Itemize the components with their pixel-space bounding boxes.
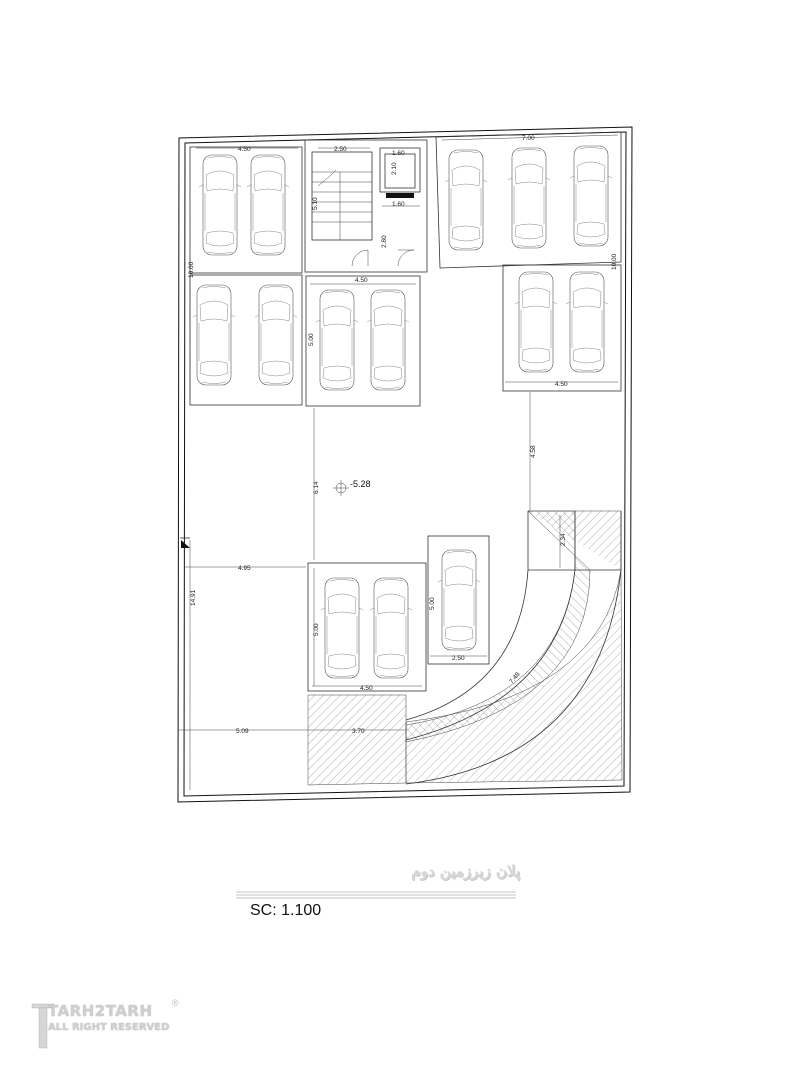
car-icon (192, 284, 236, 386)
registered-icon: ® (172, 998, 179, 1008)
dim-center-depth: 6.14 (313, 481, 320, 494)
north-arrow-icon (181, 540, 190, 548)
logo-name: TARH2TARH (48, 1002, 153, 1020)
ramp: 2.34 7.48 (307, 510, 623, 786)
dim-top-left-width: 4.50 (238, 146, 251, 153)
parking-bay-left-row2: 10.00 (188, 261, 303, 406)
dim-small-width: 2.50 (452, 655, 465, 662)
car-icon (569, 145, 613, 247)
car-icon (366, 289, 410, 391)
level-marker-icon (333, 480, 349, 496)
dim-low-width: 4.50 (360, 685, 373, 692)
parking-bay-middle: 4.50 5.00 (305, 275, 421, 407)
dim-left-height: 10.00 (188, 261, 195, 278)
dim-top-right-width: 7.00 (522, 135, 535, 142)
stair-icon (312, 169, 372, 240)
car-icon (565, 271, 609, 373)
dim-stair-width: 2.50 (334, 146, 347, 153)
stair-core: 2.50 5.10 1.60 2.10 1.60 2.80 (304, 139, 428, 273)
car-icon (315, 289, 359, 391)
car-icon (507, 147, 551, 249)
car-icon (437, 549, 481, 651)
dim-right-block-width: 4.50 (555, 381, 568, 388)
dim-core-depth: 2.80 (381, 235, 388, 248)
dim-ramp-top: 2.34 (560, 533, 567, 546)
parking-bay-top-left: 4.50 (189, 146, 303, 274)
scale-label: SC: 1.100 (250, 902, 322, 919)
car-icon (369, 577, 413, 679)
dim-small-depth: 5.00 (429, 597, 436, 610)
dim-mid-depth: 5.00 (308, 333, 315, 346)
dim-mid-width: 4.50 (355, 277, 368, 284)
dim-left-gap: 4.95 (238, 565, 251, 572)
parking-bay-low: 5.00 4.50 (307, 562, 427, 692)
dim-elev-depth: 2.10 (391, 162, 398, 175)
dim-left-total: 14.91 (190, 589, 197, 606)
dim-low-depth: 5.00 (313, 623, 320, 636)
dim-right-height: 10.00 (611, 253, 618, 270)
driveway-dimensions: 4.58 6.14 -5.28 4.95 14.91 (180, 392, 537, 790)
car-icon (254, 284, 298, 386)
dim-right-gap: 4.58 (530, 445, 537, 458)
parking-bay-right-row2: 4.50 (502, 264, 622, 392)
door-swing-icon (351, 249, 415, 267)
car-icon (320, 577, 364, 679)
dim-elev-width-bottom: 1.60 (392, 201, 405, 208)
watermark-logo: TARH2TARH ALL RIGHT RESERVED ® (30, 998, 190, 1055)
dim-bottom-mid: 3.70 (352, 728, 365, 735)
dim-elev-width-top: 1.60 (392, 150, 405, 157)
parking-bay-small: 5.00 2.50 (427, 535, 490, 665)
title-underline (236, 891, 516, 899)
parking-bay-top-right: 7.00 10.00 (435, 131, 622, 270)
car-icon (198, 154, 242, 256)
bottom-dimensions: 5.09 3.70 (178, 728, 365, 735)
logo-mark (31, 1003, 55, 1049)
car-icon (444, 149, 488, 251)
car-icon (246, 154, 290, 256)
drawing-title: پلان زیرزمین دوم (411, 862, 520, 880)
logo-tagline: ALL RIGHT RESERVED (48, 1022, 170, 1033)
dim-bottom-left: 5.09 (236, 728, 249, 735)
dim-stair-depth: 5.10 (312, 197, 319, 210)
car-icon (514, 271, 558, 373)
level-mark: -5.28 (350, 479, 371, 489)
